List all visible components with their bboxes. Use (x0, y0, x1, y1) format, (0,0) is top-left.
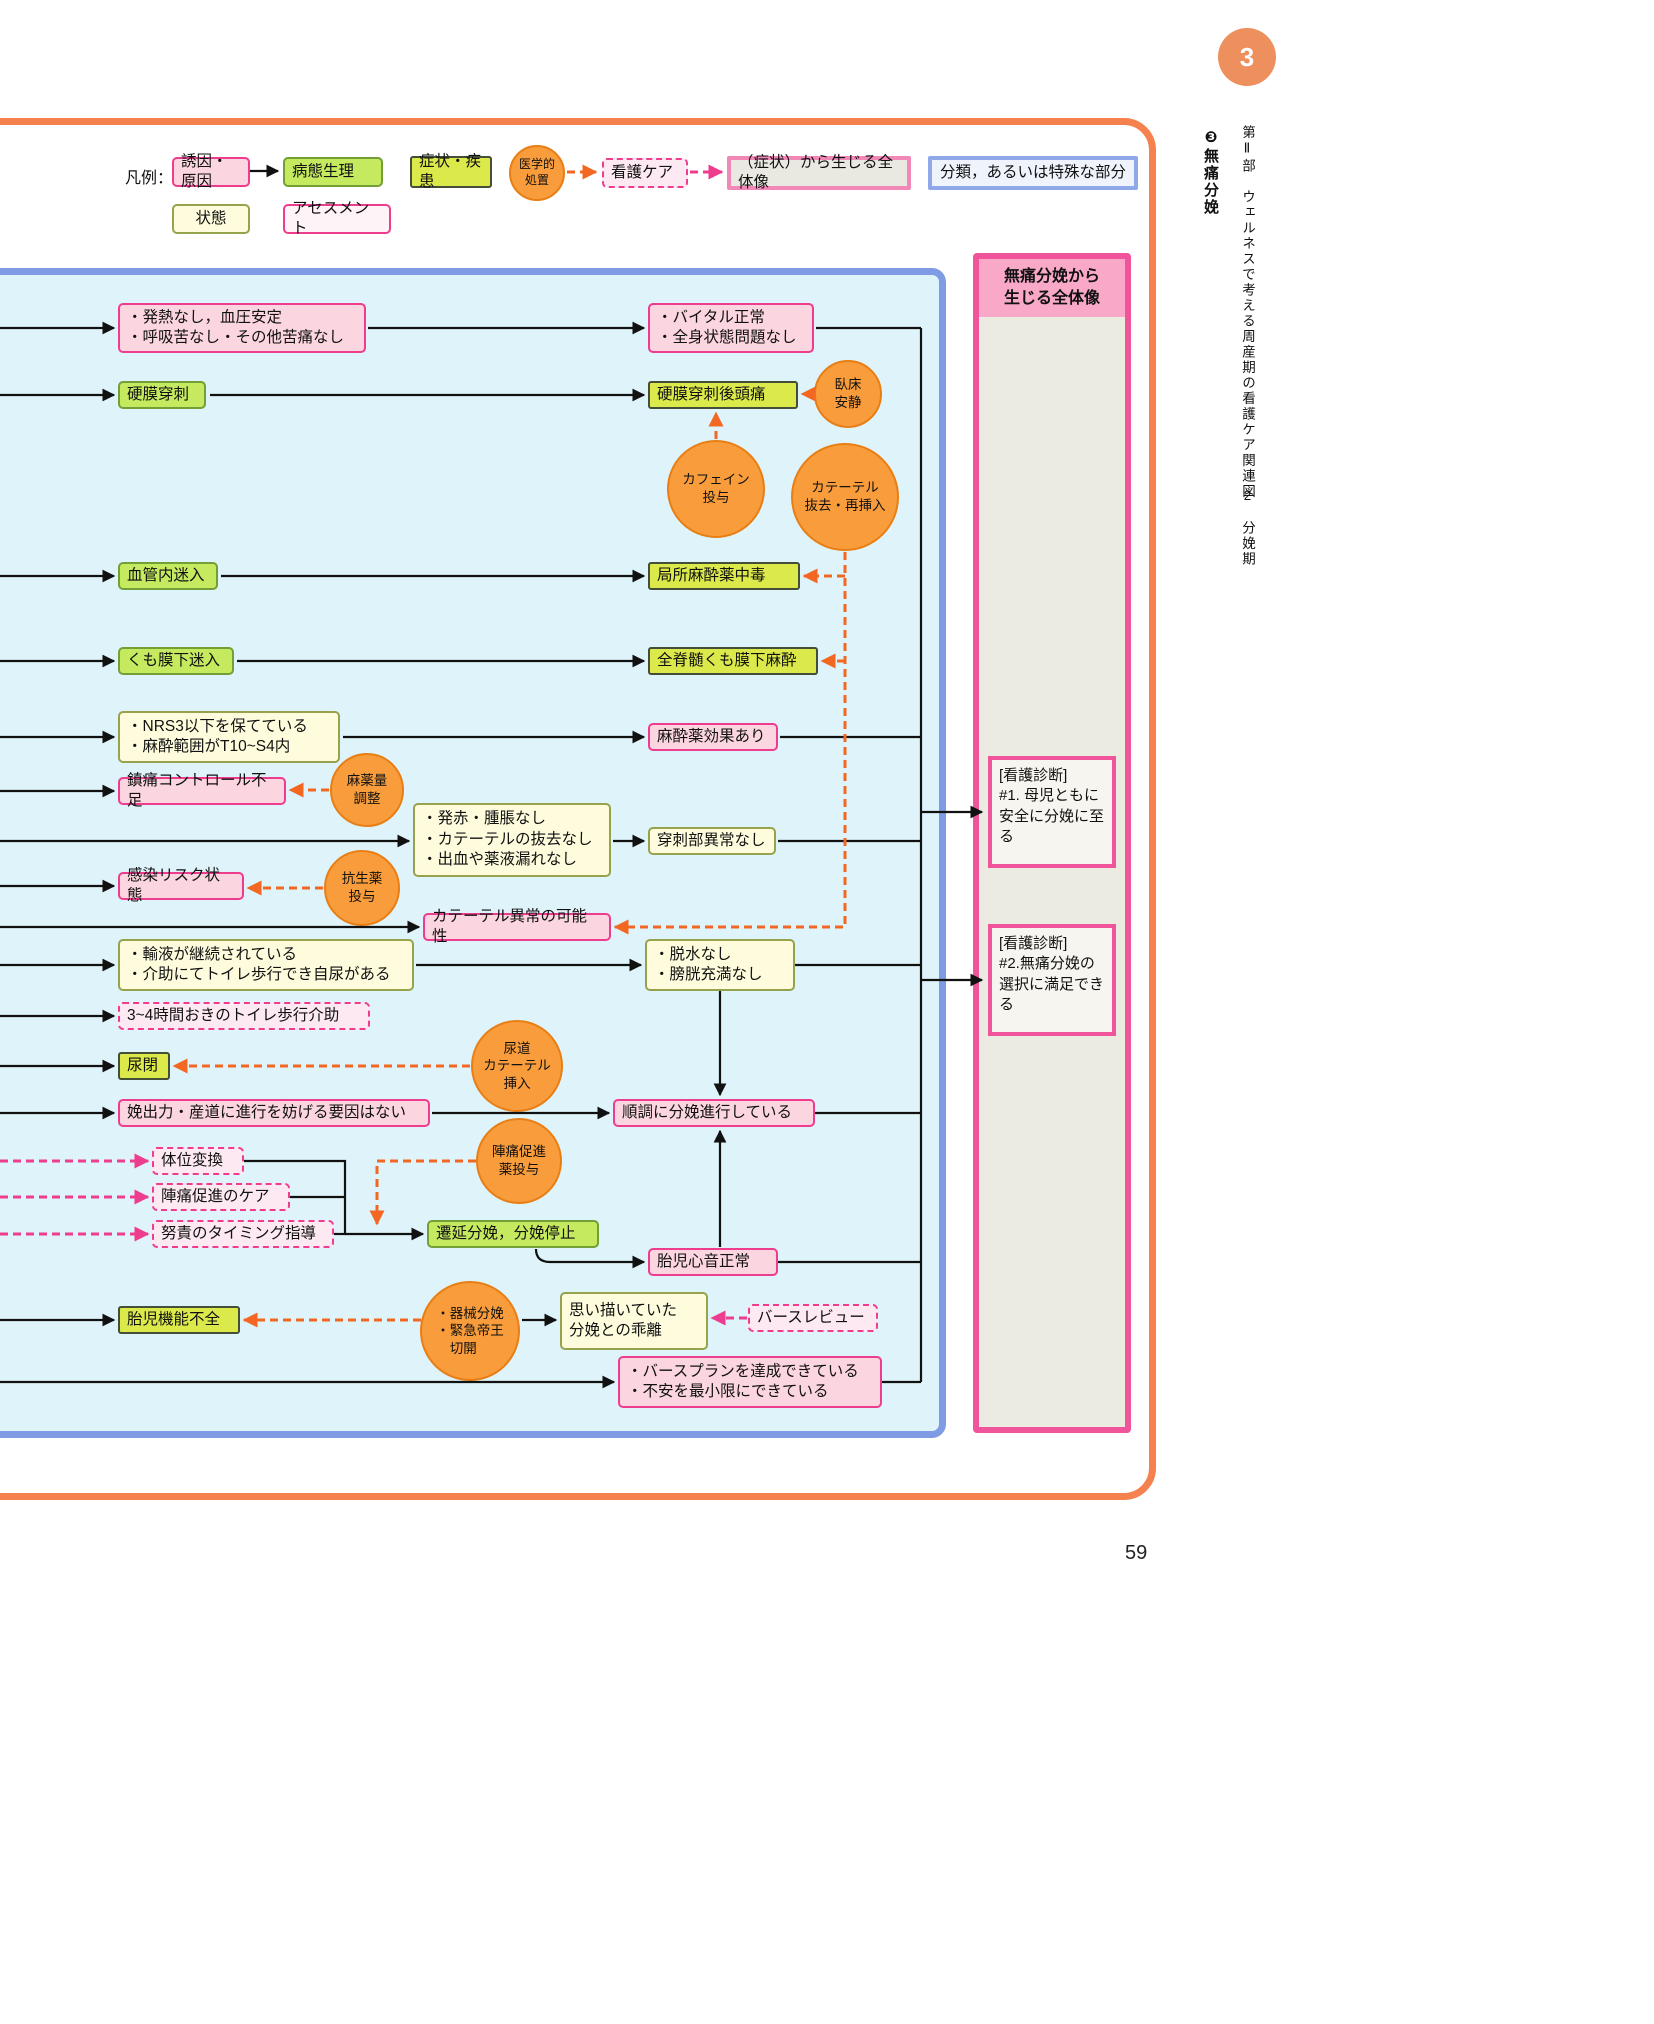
node-la-toxicity: 局所麻酔薬中毒 (648, 562, 800, 590)
node-prolonged-labor: 遷延分娩，分娩停止 (427, 1220, 599, 1248)
node-site-normal: 穿刺部異常なし (648, 827, 776, 855)
node-fetal-distress: 胎児機能不全 (118, 1306, 240, 1334)
sidebar-section: 2 分娩期 (1240, 488, 1255, 567)
circle-catheter-reinsert: カテーテル 抜去・再挿入 (791, 443, 899, 551)
node-anesthesia-effective: 麻酔薬効果あり (648, 723, 778, 751)
legend-symptom: 症状・疾患 (410, 153, 492, 190)
circle-oxytocin: 陣痛促進 薬投与 (476, 1118, 562, 1204)
node-infection-risk: 感染リスク状態 (118, 867, 244, 904)
legend-cause: 誘因・原因 (172, 153, 250, 190)
node-dural-puncture: 硬膜穿刺 (118, 381, 206, 409)
node-subarachnoid-entry: くも膜下迷入 (118, 647, 234, 675)
node-toilet-assist: 3~4時間おきのトイレ歩行介助 (118, 1002, 370, 1030)
sidebar-tab: ❸無痛分娩 (1202, 128, 1219, 216)
node-position-change: 体位変換 (152, 1147, 244, 1175)
node-fluids-state: ・輸液が継続されている ・介助にてトイレ歩行でき自尿がある (118, 939, 414, 991)
nursing-diagnosis-1: [看護診断] #1. 母児ともに安全に分娩に至る (988, 756, 1116, 868)
chapter-badge: 3 (1218, 28, 1276, 86)
node-smooth-progress: 順調に分娩進行している (613, 1099, 815, 1127)
nursing-diagnosis-2: [看護診断] #2.無痛分娩の選択に満足できる (988, 924, 1116, 1036)
sidebar-part-title: 第Ⅱ部 ウェルネスで考える周産期の看護ケア関連図 (1240, 125, 1255, 500)
node-vitals-status: ・発熱なし，血圧安定 ・呼吸苦なし・その他苦痛なし (118, 303, 366, 353)
legend-care: 看護ケア (602, 158, 688, 188)
page-number: 59 (1125, 1542, 1148, 1564)
node-vascular-entry: 血管内迷入 (118, 562, 218, 590)
node-delivery-no-obstruction: 娩出力・産道に進行を妨げる要因はない (118, 1099, 430, 1127)
node-catheter-abnormal: カテーテル異常の可能性 (423, 908, 611, 945)
node-fhr-normal: 胎児心音正常 (648, 1248, 778, 1276)
circle-bed-rest: 臥床 安静 (814, 360, 882, 428)
node-no-dehydration: ・脱水なし ・膀胱充満なし (645, 939, 795, 991)
node-urinary-retention: 尿閉 (118, 1052, 170, 1080)
legend-category: 分類，あるいは特殊な部分 (928, 156, 1138, 190)
node-nrs-state: ・NRS3以下を保てている ・麻酔範囲がT10~S4内 (118, 711, 340, 763)
node-birth-plan: ・バースプランを達成できている ・不安を最小限にできている (618, 1356, 882, 1408)
circle-caffeine: カフェイン 投与 (667, 440, 765, 538)
node-birth-gap: 思い描いていた 分娩との乖離 (560, 1292, 708, 1350)
legend-pathology: 病態生理 (283, 157, 383, 187)
legend-overall: （症状）から生じる全体像 (727, 154, 911, 191)
legend-assessment: アセスメント (283, 200, 391, 237)
legend-medical-circle: 医学的 処置 (509, 145, 565, 201)
circle-dose-adjust: 麻薬量 調整 (330, 753, 404, 827)
node-total-spinal: 全脊髄くも膜下麻酔 (648, 647, 818, 675)
node-pushing-guidance: 努責のタイミング指導 (152, 1220, 334, 1248)
node-pain-control-insufficient: 鎮痛コントロール不足 (118, 772, 286, 809)
overall-panel-title: 無痛分娩から 生じる全体像 (979, 259, 1125, 317)
overall-panel: 無痛分娩から 生じる全体像 [看護診断] #1. 母児ともに安全に分娩に至る [… (973, 253, 1131, 1433)
legend-state: 状態 (172, 204, 250, 234)
legend-title: 凡例： (125, 170, 174, 187)
node-pdph: 硬膜穿刺後頭痛 (648, 381, 798, 409)
circle-antibiotics: 抗生薬 投与 (324, 850, 400, 926)
node-vitals-normal: ・バイタル正常 ・全身状態問題なし (648, 303, 814, 353)
node-birth-review: バースレビュー (748, 1304, 878, 1332)
node-site-state: ・発赤・腫脹なし ・カテーテルの抜去なし ・出血や薬液漏れなし (413, 803, 611, 877)
node-labor-promotion-care: 陣痛促進のケア (152, 1183, 290, 1211)
circle-operative-delivery: ・器械分娩 ・緊急帝王 切開 (420, 1281, 520, 1381)
circle-urinary-catheter: 尿道 カテーテル 挿入 (471, 1020, 563, 1112)
